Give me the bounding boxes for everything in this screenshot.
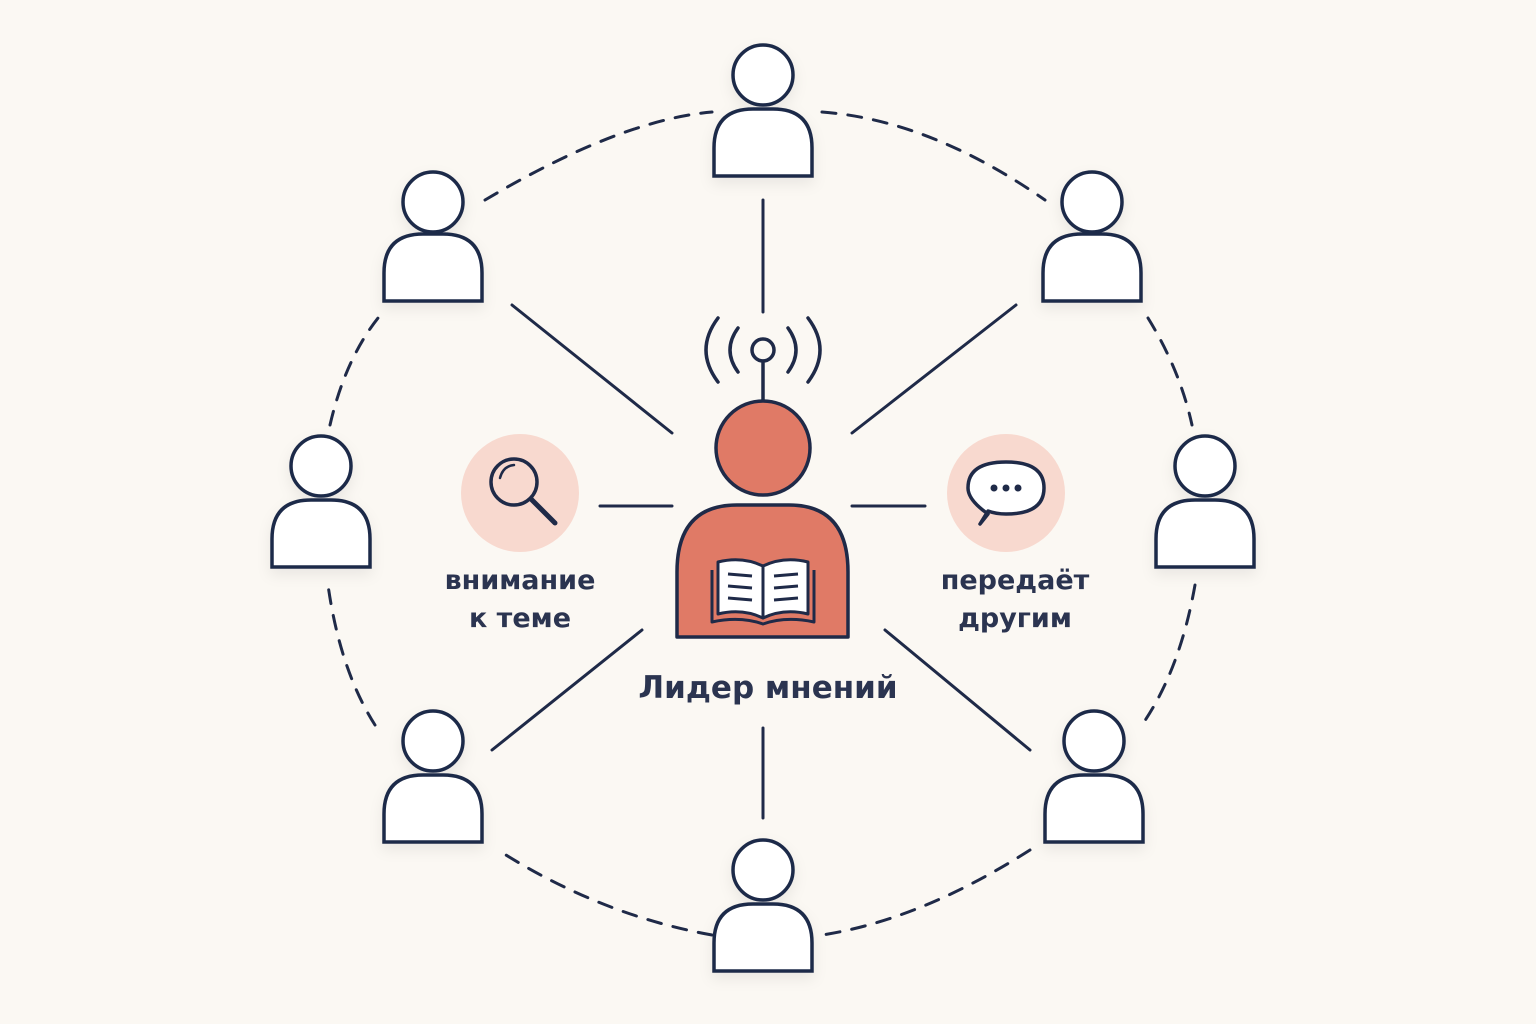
person-outline-icon <box>382 170 484 303</box>
attention-label: внимание к теме <box>420 562 620 638</box>
ring-segment <box>328 316 380 427</box>
spoke-top-left <box>510 303 674 435</box>
ring-segment <box>1146 316 1194 427</box>
transmits-label-line1: передаёт <box>940 565 1090 596</box>
transmits-label-line2: другим <box>958 603 1072 634</box>
followers <box>270 43 1256 973</box>
person-outline-icon <box>712 838 814 973</box>
ring-segment <box>483 110 714 202</box>
person-outline-icon <box>1154 434 1256 569</box>
ring-segment <box>1140 583 1197 727</box>
ring-segment <box>496 848 714 937</box>
attention-label-line2: к теме <box>468 603 572 634</box>
person-outline-icon <box>1041 170 1143 303</box>
ring-segment <box>820 848 1032 937</box>
ring-segment <box>326 583 377 727</box>
person-outline-icon <box>382 709 484 844</box>
spoke-top-right <box>850 303 1018 435</box>
broadcast-antenna-icon <box>704 316 822 404</box>
person-with-book-icon <box>675 399 850 639</box>
leader-label: Лидер мнений <box>638 670 898 706</box>
person-outline-icon <box>712 43 814 178</box>
spokes <box>490 198 1032 820</box>
spoke-bottom-right <box>883 628 1032 752</box>
transmits-label: передаёт другим <box>915 562 1115 638</box>
person-outline-icon <box>270 434 372 569</box>
ring-segment <box>820 110 1047 202</box>
person-outline-icon <box>1043 709 1145 844</box>
magnifier-icon <box>461 434 579 552</box>
speech-bubble-icon <box>947 434 1065 552</box>
book-icon <box>710 558 816 626</box>
follower-ring <box>326 110 1197 937</box>
attention-label-line1: внимание <box>444 565 596 596</box>
spoke-bottom-left <box>490 628 644 752</box>
